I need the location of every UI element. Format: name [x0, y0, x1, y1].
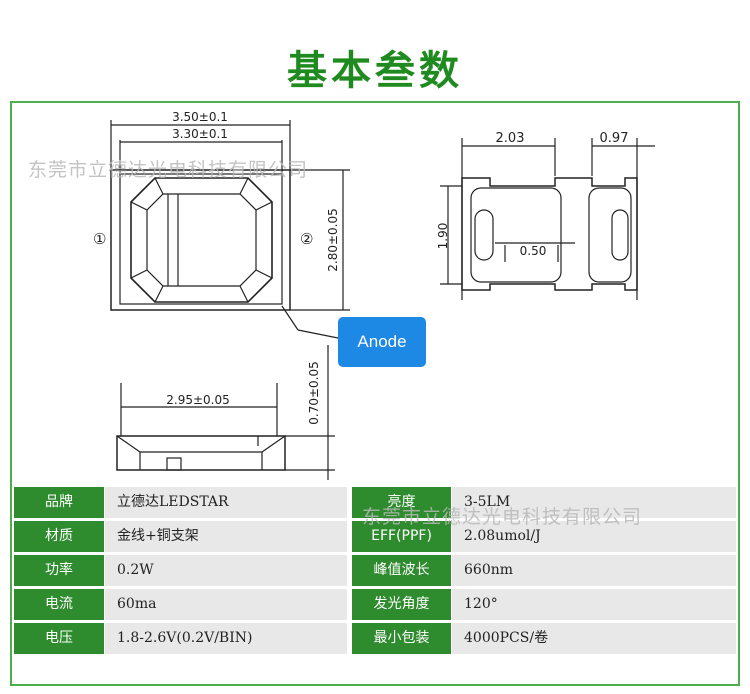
spec-value: 金线+铜支架 — [105, 521, 347, 552]
spec-table: 品牌 立德达LEDSTAR 亮度 3-5LM 材质 金线+铜支架 EFF(PPF… — [14, 487, 736, 655]
spec-label: 品牌 — [14, 487, 104, 518]
spec-label: 功率 — [14, 555, 104, 586]
dim-side-width: 2.95±0.05 — [166, 393, 230, 407]
spec-row: 电流 60ma 发光角度 120° — [14, 589, 736, 620]
spec-label: 亮度 — [352, 487, 451, 518]
page-title: 基本叁数 — [287, 48, 463, 94]
spec-value: 0.2W — [105, 555, 347, 586]
spec-row: 材质 金线+铜支架 EFF(PPF) 2.08umol/J — [14, 521, 736, 552]
dim-pad-h: 1.90 — [436, 223, 450, 250]
spec-row: 功率 0.2W 峰值波长 660nm — [14, 555, 736, 586]
bottom-view — [440, 138, 655, 300]
spec-row: 电压 1.8-2.6V(0.2V/BIN) 最小包装 4000PCS/卷 — [14, 623, 736, 654]
spec-label: 发光角度 — [352, 589, 451, 620]
spec-value: 4000PCS/卷 — [452, 623, 736, 654]
dim-pad-gap: 0.50 — [520, 244, 547, 258]
dim-width-outer: 3.50±0.1 — [172, 110, 228, 124]
pin1-marker: ① — [93, 230, 106, 248]
spec-value: 立德达LEDSTAR — [105, 487, 347, 518]
spec-value: 1.8-2.6V(0.2V/BIN) — [105, 623, 347, 654]
spec-label: 电流 — [14, 589, 104, 620]
pin2-marker: ② — [300, 230, 313, 248]
spec-value: 3-5LM — [452, 487, 736, 518]
dim-width-inner: 3.30±0.1 — [172, 127, 228, 141]
spec-label: 材质 — [14, 521, 104, 552]
spec-value: 2.08umol/J — [452, 521, 736, 552]
dim-thickness: 0.70±0.05 — [307, 361, 321, 425]
diagram-frame — [10, 101, 740, 686]
watermark-bottom: 东莞市立德达光电科技有限公司 — [362, 506, 643, 528]
top-view — [110, 120, 350, 339]
dim-height: 2.80±0.05 — [326, 208, 340, 272]
spec-label: 峰值波长 — [352, 555, 451, 586]
spec-row: 品牌 立德达LEDSTAR 亮度 3-5LM — [14, 487, 736, 518]
spec-label: 最小包装 — [352, 623, 451, 654]
spec-value: 660nm — [452, 555, 736, 586]
dim-pad-b: 0.97 — [600, 131, 629, 146]
spec-label: 电压 — [14, 623, 104, 654]
watermark-top: 东莞市立德达光电科技有限公司 — [28, 159, 309, 181]
dim-pad-a: 2.03 — [496, 131, 525, 146]
spec-value: 60ma — [105, 589, 347, 620]
spec-value: 120° — [452, 589, 736, 620]
side-view — [116, 345, 335, 480]
anode-label: Anode — [338, 317, 426, 367]
spec-label: EFF(PPF) — [352, 521, 451, 552]
